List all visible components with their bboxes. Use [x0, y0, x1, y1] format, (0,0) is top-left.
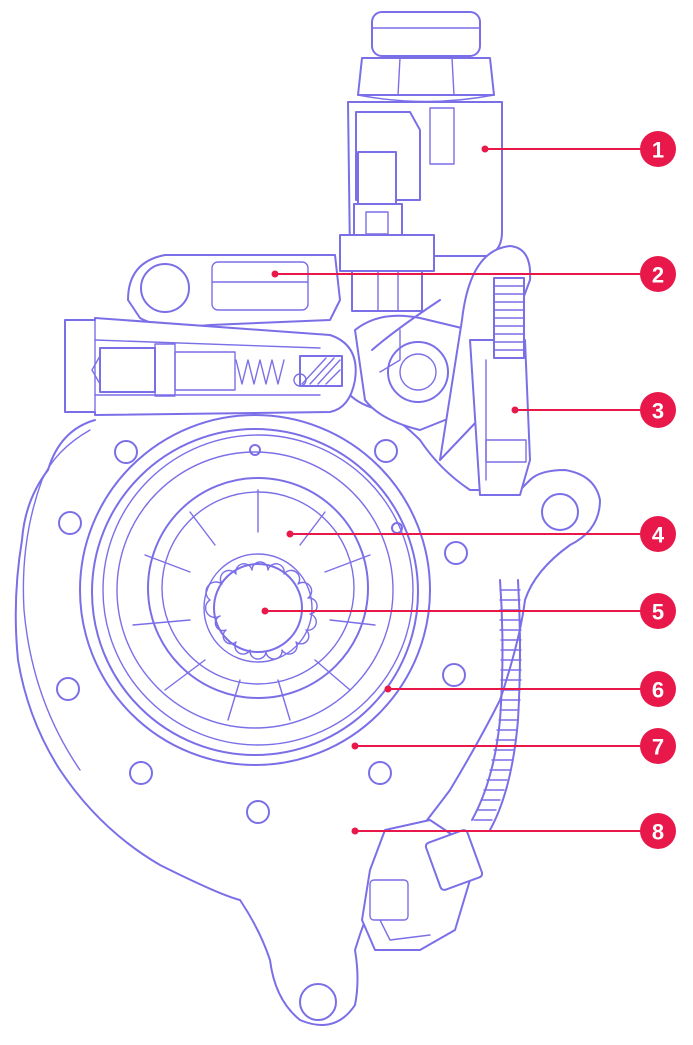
callout-number-5: 5 [652, 600, 664, 625]
callout-8: 8 [351, 813, 676, 849]
callout-number-7: 7 [652, 735, 664, 760]
callout-3: 3 [511, 392, 676, 428]
callout-number-8: 8 [652, 820, 664, 845]
callout-4: 4 [286, 516, 676, 552]
callout-5: 5 [261, 593, 676, 629]
callout-number-1: 1 [652, 138, 664, 163]
outer-ring [79, 414, 431, 766]
callout-number-3: 3 [652, 399, 664, 424]
callout-2: 2 [271, 256, 676, 292]
solenoid-assembly [339, 11, 503, 312]
sensor-connector [361, 819, 484, 951]
callout-number-4: 4 [652, 523, 665, 548]
callouts: 1 2 3 4 5 6 [261, 131, 676, 849]
callout-number-2: 2 [652, 263, 664, 288]
callout-6: 6 [384, 671, 676, 707]
callout-1: 1 [481, 131, 676, 167]
valve-block [127, 254, 341, 328]
callout-7: 7 [351, 728, 676, 764]
splined-hub [203, 553, 318, 663]
diaphragm-disc [132, 477, 376, 721]
right-bracket [469, 339, 531, 496]
callout-number-6: 6 [652, 678, 664, 703]
housing-outline [14, 394, 601, 1026]
corrugated-tube-upper [493, 277, 525, 359]
push-rod-cylinder [64, 317, 357, 416]
radial-springs [132, 489, 376, 721]
